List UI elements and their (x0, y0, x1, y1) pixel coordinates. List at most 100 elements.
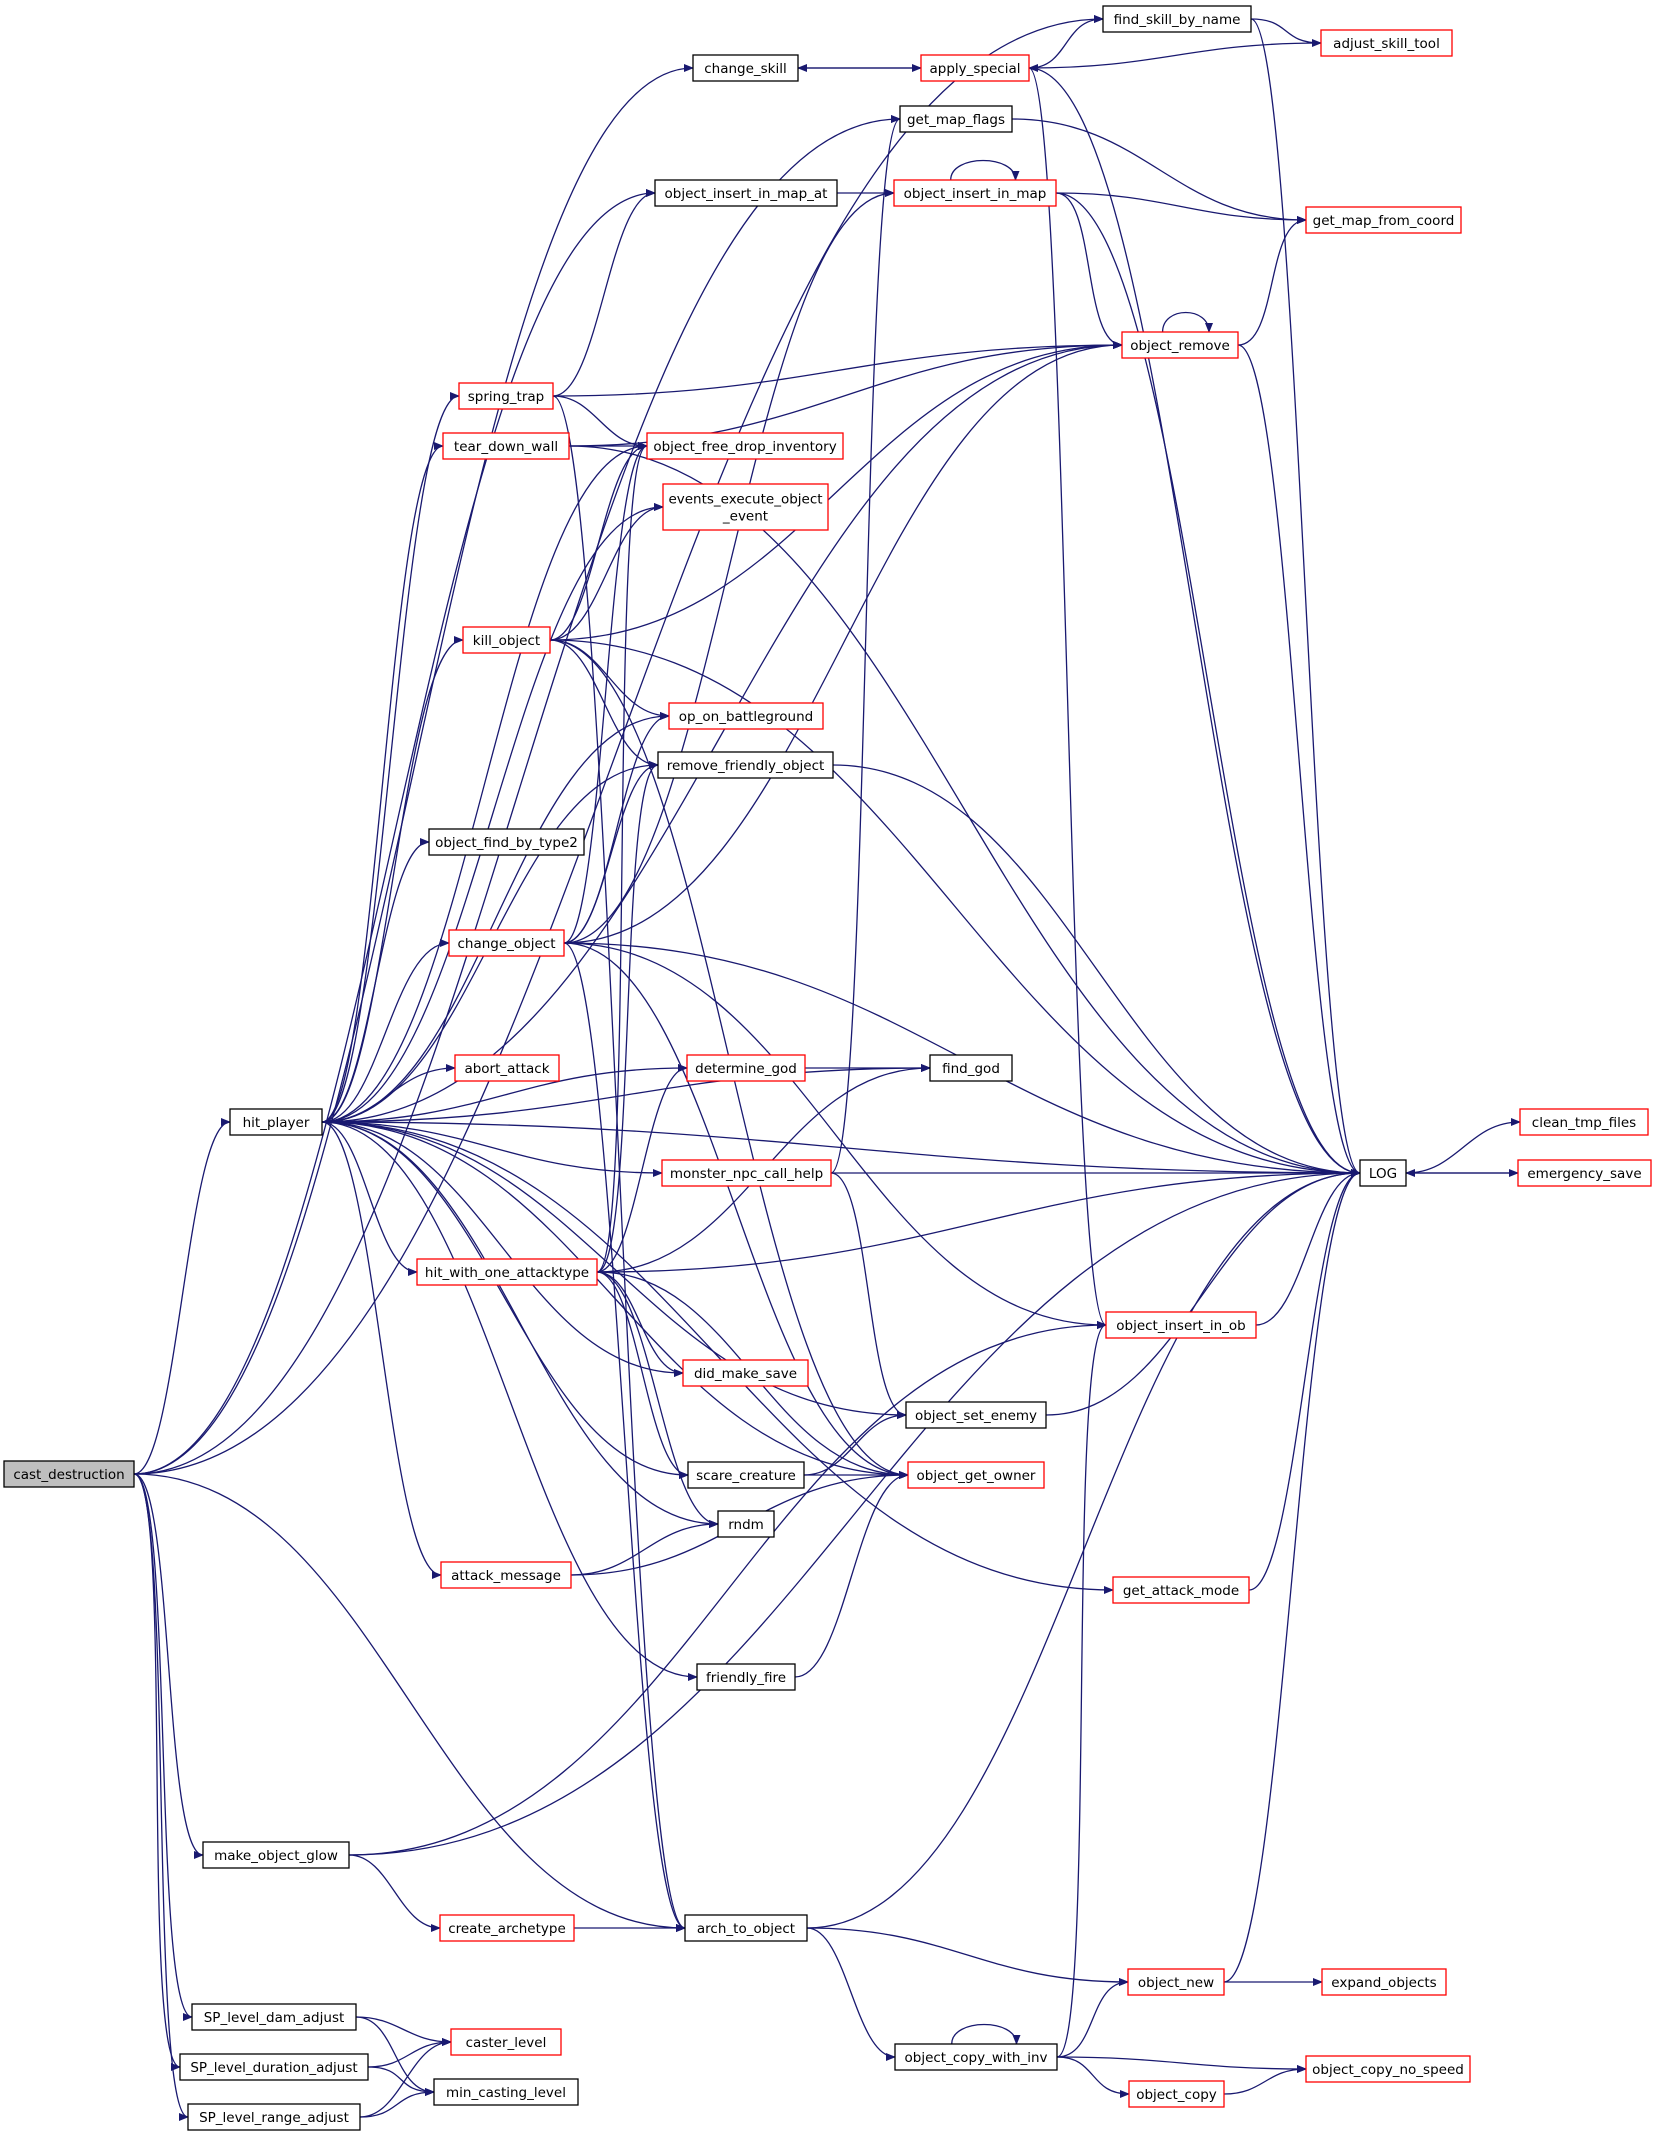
node-arch_to_object[interactable]: arch_to_object (684, 1914, 808, 1942)
node-scare_creature[interactable]: scare_creature (687, 1461, 805, 1489)
node-label: object_insert_in_map_at (665, 186, 828, 202)
edge-object_insert_in_map-to-object_remove (1055, 192, 1123, 349)
node-box (654, 179, 838, 207)
node-box (3, 1460, 135, 1488)
node-remove_friendly_object[interactable]: remove_friendly_object (657, 751, 834, 779)
edge-object_set_enemy-to-LOG (1045, 1169, 1361, 1416)
node-box (442, 432, 570, 460)
node-emergency_save[interactable]: emergency_save (1517, 1159, 1652, 1187)
edge-change_object-to-op_on_battleground (563, 712, 670, 944)
edge-hit_player-to-find_god (321, 1064, 931, 1123)
node-clean_tmp_files[interactable]: clean_tmp_files (1519, 1108, 1649, 1136)
node-label: arch_to_object (697, 1921, 795, 1937)
node-object_insert_in_map[interactable]: object_insert_in_map (893, 179, 1057, 207)
node-object_set_enemy[interactable]: object_set_enemy (905, 1401, 1047, 1429)
node-box (929, 1054, 1013, 1082)
node-caster_level[interactable]: caster_level (450, 2028, 562, 2056)
edge-arch_to_object-to-object_new (806, 1927, 1129, 1986)
node-label: expand_objects (1331, 1975, 1436, 1991)
node-kill_object[interactable]: kill_object (462, 626, 551, 654)
node-min_casting_level[interactable]: min_casting_level (433, 2078, 579, 2106)
node-label: object_find_by_type2 (435, 835, 578, 851)
node-friendly_fire[interactable]: friendly_fire (696, 1663, 796, 1691)
node-object_free_drop_inventory[interactable]: object_free_drop_inventory (646, 432, 844, 460)
node-find_god[interactable]: find_god (929, 1054, 1013, 1082)
edge-SP_level_range_adjust-to-caster_level (359, 2038, 452, 2118)
node-SP_level_range_adjust[interactable]: SP_level_range_adjust (187, 2103, 361, 2131)
edge-spring_trap-to-arch_to_object (552, 395, 686, 1932)
node-label: change_skill (704, 61, 787, 77)
node-abort_attack[interactable]: abort_attack (454, 1054, 560, 1082)
node-object_copy_with_inv[interactable]: object_copy_with_inv (894, 2043, 1058, 2071)
node-box (428, 828, 585, 856)
node-layer: cast_destruction hit_player make_object_gl… (3, 5, 1652, 2131)
node-box (1127, 1968, 1225, 1996)
node-label: find_god (942, 1061, 1000, 1077)
node-get_map_from_coord[interactable]: get_map_from_coord (1305, 206, 1462, 234)
node-determine_god[interactable]: determine_god (686, 1054, 806, 1082)
edge-kill_object-to-remove_friendly_object (549, 639, 659, 769)
edge-hit_player-to-kill_object (321, 636, 464, 1123)
node-box (692, 54, 799, 82)
node-make_object_glow[interactable]: make_object_glow (202, 1841, 350, 1869)
edge-cast_destruction-to-SP_level_duration_adjust (133, 1473, 181, 2071)
node-object_insert_in_ob[interactable]: object_insert_in_ob (1105, 1311, 1257, 1339)
node-label: hit_with_one_attacktype (425, 1265, 589, 1281)
node-LOG[interactable]: LOG (1359, 1159, 1407, 1187)
edge-hit_player-to-get_attack_mode (321, 1121, 1114, 1594)
node-object_remove[interactable]: object_remove (1121, 331, 1239, 359)
node-get_map_flags[interactable]: get_map_flags (899, 105, 1013, 133)
edge-cast_destruction-to-make_object_glow (133, 1473, 204, 1859)
node-hit_player[interactable]: hit_player (229, 1108, 323, 1136)
node-expand_objects[interactable]: expand_objects (1321, 1968, 1447, 1996)
edge-hit_player-to-object_set_enemy (321, 1121, 907, 1419)
node-label: events_execute_object (668, 492, 822, 508)
edge-hit_player-to-change_object (321, 939, 450, 1123)
node-change_skill[interactable]: change_skill (692, 54, 799, 82)
node-label: tear_down_wall (454, 439, 558, 455)
node-label: object_insert_in_ob (1116, 1318, 1245, 1334)
node-hit_with_one_attacktype[interactable]: hit_with_one_attacktype (416, 1258, 598, 1286)
node-label: object_insert_in_map (904, 186, 1047, 202)
node-op_on_battleground[interactable]: op_on_battleground (668, 702, 824, 730)
node-SP_level_duration_adjust[interactable]: SP_level_duration_adjust (179, 2053, 369, 2081)
edge-attack_message-to-rndm (570, 1520, 719, 1576)
node-object_new[interactable]: object_new (1127, 1968, 1225, 1996)
node-find_skill_by_name[interactable]: find_skill_by_name (1102, 5, 1252, 33)
node-attack_message[interactable]: attack_message (440, 1561, 572, 1589)
node-apply_special[interactable]: apply_special (920, 54, 1030, 82)
node-object_copy_no_speed[interactable]: object_copy_no_speed (1305, 2055, 1471, 2083)
node-spring_trap[interactable]: spring_trap (458, 382, 554, 410)
node-box (1121, 331, 1239, 359)
node-change_object[interactable]: change_object (448, 929, 565, 957)
node-get_attack_mode[interactable]: get_attack_mode (1112, 1576, 1250, 1604)
node-tear_down_wall[interactable]: tear_down_wall (442, 432, 570, 460)
node-object_get_owner[interactable]: object_get_owner (907, 1461, 1045, 1489)
node-did_make_save[interactable]: did_make_save (682, 1359, 809, 1387)
edge-hit_player-to-hit_with_one_attacktype (321, 1121, 418, 1276)
node-object_find_by_type2[interactable]: object_find_by_type2 (428, 828, 585, 856)
node-box (187, 2103, 361, 2131)
node-label: remove_friendly_object (667, 758, 825, 774)
edge-apply_special-to-LOG (1028, 67, 1361, 1177)
edge-hit_player-to-events_execute_object_event (321, 503, 664, 1123)
edge-SP_level_duration_adjust-to-caster_level (367, 2038, 452, 2068)
edge-hit_player-to-attack_message (321, 1121, 442, 1579)
node-rndm[interactable]: rndm (717, 1510, 775, 1538)
node-cast_destruction[interactable]: cast_destruction (3, 1460, 135, 1488)
node-events_execute_object_event[interactable]: events_execute_object_event (662, 483, 829, 531)
node-monster_npc_call_help[interactable]: monster_npc_call_help (661, 1159, 832, 1187)
edge-hit_player-to-spring_trap (321, 392, 460, 1123)
node-box (450, 2028, 562, 2056)
node-create_archetype[interactable]: create_archetype (439, 1914, 575, 1942)
node-box (907, 1461, 1045, 1489)
node-object_copy[interactable]: object_copy (1128, 2080, 1225, 2108)
node-label: change_object (457, 936, 555, 952)
node-SP_level_dam_adjust[interactable]: SP_level_dam_adjust (191, 2003, 357, 2031)
edge-hit_with_one_attacktype-to-rndm (596, 1271, 719, 1528)
edge-object_insert_in_map-to-LOG (1055, 192, 1361, 1177)
node-label: friendly_fire (706, 1670, 786, 1686)
node-object_insert_in_map_at[interactable]: object_insert_in_map_at (654, 179, 838, 207)
node-adjust_skill_tool[interactable]: adjust_skill_tool (1320, 29, 1453, 57)
node-label: hit_player (243, 1115, 310, 1131)
